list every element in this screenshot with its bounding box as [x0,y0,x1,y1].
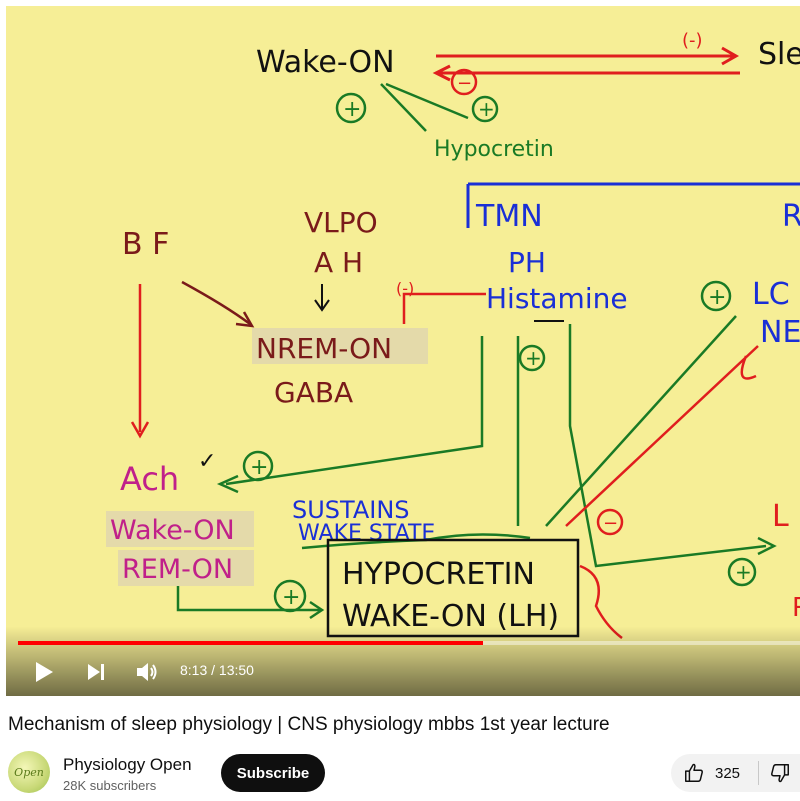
plus-circle-box [273,579,307,613]
wake-on-top-text: Wake-ON [256,45,395,80]
pill-divider [758,761,760,785]
video-player[interactable]: Wake-ON (-) Sle − + + Hypocretin B F VLP… [6,6,800,696]
plus-lc-text: + [708,285,726,310]
ne-partial-text: NE [760,315,800,350]
like-dislike-pill: 325 [671,754,800,792]
minus-top-text: (-) [682,30,703,51]
red-arrow-bf-ach-head [130,421,150,439]
ah-text: A H [314,246,363,279]
plus-hist-text: + [525,346,542,370]
bf-text: B F [122,227,169,262]
video-title: Mechanism of sleep physiology | CNS phys… [8,714,610,735]
wake-on-highlight [106,511,254,547]
nrem-highlight [252,328,428,364]
minus-circle-top-text: − [457,73,472,94]
vlpo-text: VLPO [304,206,378,239]
subscriber-count: 28K subscribers [63,778,157,793]
subscribe-button[interactable]: Subscribe [221,754,325,792]
arrow-bf-nrem [181,280,251,326]
plus-box-text: + [282,585,300,610]
plus-bottom-right-text: + [735,560,752,584]
arrow-head-left [432,64,451,82]
progress-played [18,641,484,645]
next-button[interactable] [78,654,114,690]
next-icon [88,664,104,680]
minus-circle-top [450,68,478,96]
plus-circle-ach [242,450,274,482]
avatar-text: Open [14,765,44,779]
histamine-text: Histamine [486,282,628,315]
arrow-head-right [721,46,740,66]
green-arrow-right-head [757,536,777,556]
r-bottom-partial-text: R [792,593,800,623]
lc-partial-text: LC [752,277,790,312]
green-arrow-hypocretin [380,82,469,132]
plus-circle-left [335,92,367,124]
plus-left-text: + [343,97,361,122]
plus-circle-lc [700,280,732,312]
red-arrow-hist-nrem [402,292,486,324]
wake-on-left-text: Wake-ON [110,515,235,546]
green-line-mid [516,324,767,568]
ph-text: PH [508,246,546,279]
plus-circle-bottom-right [727,557,757,587]
volume-button[interactable] [130,654,166,690]
l-partial-text: L [772,499,789,534]
progress-bar[interactable] [18,641,800,645]
hypocretin-small-text: Hypocretin [434,137,554,162]
play-button[interactable] [26,654,62,690]
volume-icon [137,663,157,681]
controls-gradient [6,626,800,696]
rem-on-highlight [118,550,254,586]
red-line-lc [565,345,759,527]
green-line-hist-left [225,336,484,486]
plus-ach-text: + [250,455,268,480]
tmn-text: TMN [475,199,543,234]
plus-circle-right [471,95,499,123]
plus-right-text: + [478,97,495,121]
channel-name[interactable]: Physiology Open [63,755,192,774]
dislike-button[interactable] [759,754,791,792]
ach-text: Ach [120,460,179,498]
green-arrow-box [176,586,320,612]
like-button[interactable]: 325 [671,754,740,792]
arrow-ah-nrem-head [314,299,330,312]
sle-partial-text: Sle [758,37,800,72]
nrem-on-text: NREM-ON [256,332,392,365]
play-icon [36,662,53,682]
green-arrow-box-head [309,600,325,620]
minus-circle-mid-text: − [603,513,618,534]
hypocretin-box-line1: HYPOCRETIN [342,557,535,592]
sustains-text: SUSTAINS [292,496,410,524]
thumbs-up-icon [685,763,703,782]
thumbs-down-icon [771,764,790,783]
like-count: 325 [715,764,741,782]
green-arrow-ach-head [216,474,239,494]
channel-avatar[interactable]: Open [8,751,50,793]
rem-on-left-text: REM-ON [122,554,233,585]
whiteboard-frame: Wake-ON (-) Sle − + + Hypocretin B F VLP… [106,30,800,639]
minus-circle-mid [596,508,624,536]
r-partial-text: R [782,199,800,234]
arrow-bf-nrem-head [235,311,255,328]
check-text: ✓ [198,449,216,474]
gaba-text: GABA [274,376,353,409]
plus-circle-hist [518,344,546,372]
time-display: 8:13 / 13:50 [180,662,254,678]
green-line-lc [545,315,737,527]
